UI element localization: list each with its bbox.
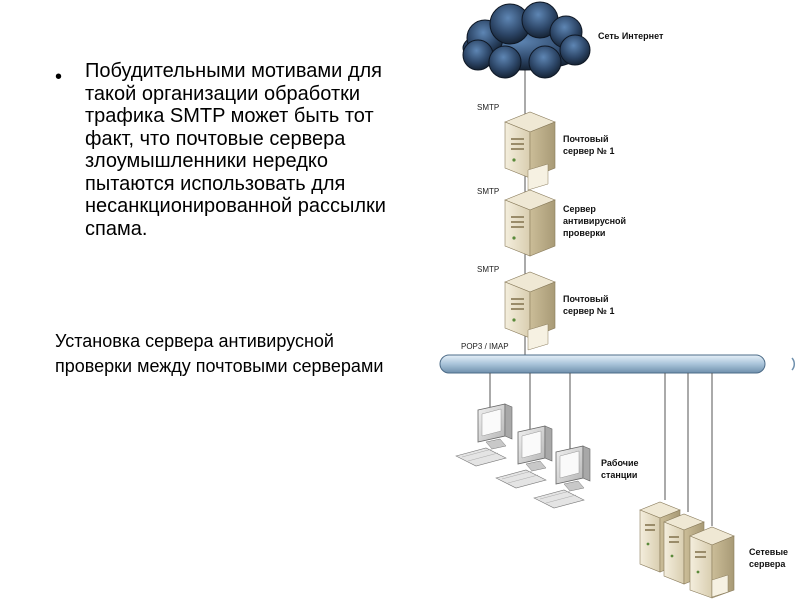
workstation-1 [455,403,513,467]
workstations-icon [455,403,591,509]
pop3-imap-label: POP3 / IMAP [461,342,509,351]
mail-server-1-label: Почтовый сервер № 1 [563,134,615,156]
network-servers-icon [639,501,735,599]
smtp-label-3: SMTP [477,265,500,274]
bullet-text: Побудительными мотивами для такой органи… [85,60,386,240]
workstations-label: Рабочие станции [601,458,639,480]
workstation-2 [495,425,553,489]
smtp-label-2: SMTP [477,187,500,196]
bus-drops [489,373,713,526]
antivirus-server-label: Сервер антивирусной проверки [563,204,627,238]
mail-server-2-icon [504,271,556,351]
network-bus [439,354,796,374]
internet-label: Сеть Интернет [598,31,664,41]
bullet-marker: • [55,66,63,88]
internet-cloud-icon [462,1,591,79]
mail-server-1-icon [504,111,556,191]
antivirus-server-icon [504,189,556,257]
workstation-3 [533,445,591,509]
network-servers-label: Сетевые сервера [749,547,789,569]
smtp-label-1: SMTP [477,103,500,112]
caption-text: Установка сервера антивирусной проверки … [55,331,384,376]
mail-server-2-label: Почтовый сервер № 1 [563,294,615,316]
network-server-3 [689,526,735,599]
